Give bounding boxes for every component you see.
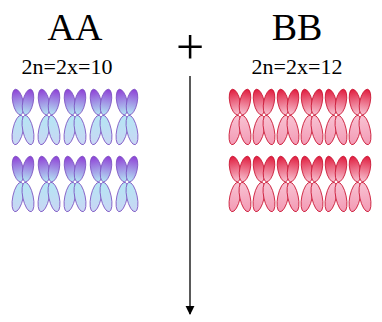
- chromatid-arm: [309, 88, 325, 116]
- chromosome-symbol: [62, 88, 88, 146]
- chromatid-arm: [285, 88, 301, 116]
- chromatid-arm: [20, 155, 36, 183]
- chromatid-arm: [285, 155, 301, 183]
- chromosome-symbol: [10, 88, 36, 146]
- chromosome-symbol: [347, 155, 373, 213]
- chromatid-arm: [46, 114, 62, 146]
- chromatid-arm: [72, 114, 88, 146]
- chromosome-symbol: [251, 88, 277, 146]
- chromatid-arm: [98, 181, 114, 213]
- chromosome-count: 2n=2x=12: [252, 56, 343, 78]
- chromosome-symbol: [323, 88, 349, 146]
- chromatid-arm: [309, 114, 325, 146]
- chromatid-arm: [20, 114, 36, 146]
- chromatid-arm: [261, 114, 277, 146]
- chromatid-arm: [72, 181, 88, 213]
- chromatid-arm: [357, 114, 373, 146]
- chromatid-arm: [261, 155, 277, 183]
- chromatid-arm: [124, 114, 140, 146]
- chromosome-symbol: [275, 88, 301, 146]
- chromatid-arm: [357, 181, 373, 213]
- chromatid-arm: [98, 114, 114, 146]
- chromosome-count: 2n=2x=10: [22, 56, 113, 78]
- chromatid-arm: [309, 181, 325, 213]
- chromatid-arm: [333, 181, 349, 213]
- chromatid-arm: [309, 155, 325, 183]
- cross-arrow: [189, 76, 190, 314]
- chromatid-arm: [124, 181, 140, 213]
- chromatid-arm: [261, 88, 277, 116]
- chromatid-arm: [98, 155, 114, 183]
- chromatid-arm: [237, 114, 253, 146]
- chromosome-symbol: [88, 88, 114, 146]
- chromosome-symbol: [114, 88, 140, 146]
- chromatid-arm: [46, 88, 62, 116]
- chromatid-arm: [333, 114, 349, 146]
- chromatid-arm: [261, 181, 277, 213]
- chromosome-symbol: [251, 155, 277, 213]
- chromosome-symbol: [62, 155, 88, 213]
- chromosome-symbol: [299, 88, 325, 146]
- chromosome-symbol: [227, 155, 253, 213]
- chromosome-symbol: [36, 155, 62, 213]
- chromatid-arm: [237, 155, 253, 183]
- chromosome-symbol: [10, 155, 36, 213]
- chromatid-arm: [46, 155, 62, 183]
- chromosome-symbol: [347, 88, 373, 146]
- chromatid-arm: [72, 155, 88, 183]
- chromatid-arm: [124, 88, 140, 116]
- chromatid-arm: [357, 155, 373, 183]
- chromosome-symbol: [114, 155, 140, 213]
- chromatid-arm: [124, 155, 140, 183]
- cross-symbol: +: [176, 22, 204, 72]
- chromatid-arm: [333, 155, 349, 183]
- chromosome-symbol: [275, 155, 301, 213]
- chromosome-symbol: [323, 155, 349, 213]
- chromosome-symbol: [88, 155, 114, 213]
- chromatid-arm: [237, 88, 253, 116]
- chromatid-arm: [285, 114, 301, 146]
- chromatid-arm: [333, 88, 349, 116]
- chromosome-symbol: [36, 88, 62, 146]
- chromatid-arm: [237, 181, 253, 213]
- genome-label: AA: [48, 8, 103, 46]
- chromosome-symbol: [299, 155, 325, 213]
- chromosome-set-a: [10, 88, 140, 213]
- chromosome-symbol: [227, 88, 253, 146]
- chromatid-arm: [72, 88, 88, 116]
- chromatid-arm: [20, 88, 36, 116]
- chromatid-arm: [98, 88, 114, 116]
- chromatid-arm: [285, 181, 301, 213]
- chromosome-set-b: [227, 88, 373, 213]
- genome-label: BB: [272, 8, 323, 46]
- chromatid-arm: [357, 88, 373, 116]
- chromatid-arm: [20, 181, 36, 213]
- chromatid-arm: [46, 181, 62, 213]
